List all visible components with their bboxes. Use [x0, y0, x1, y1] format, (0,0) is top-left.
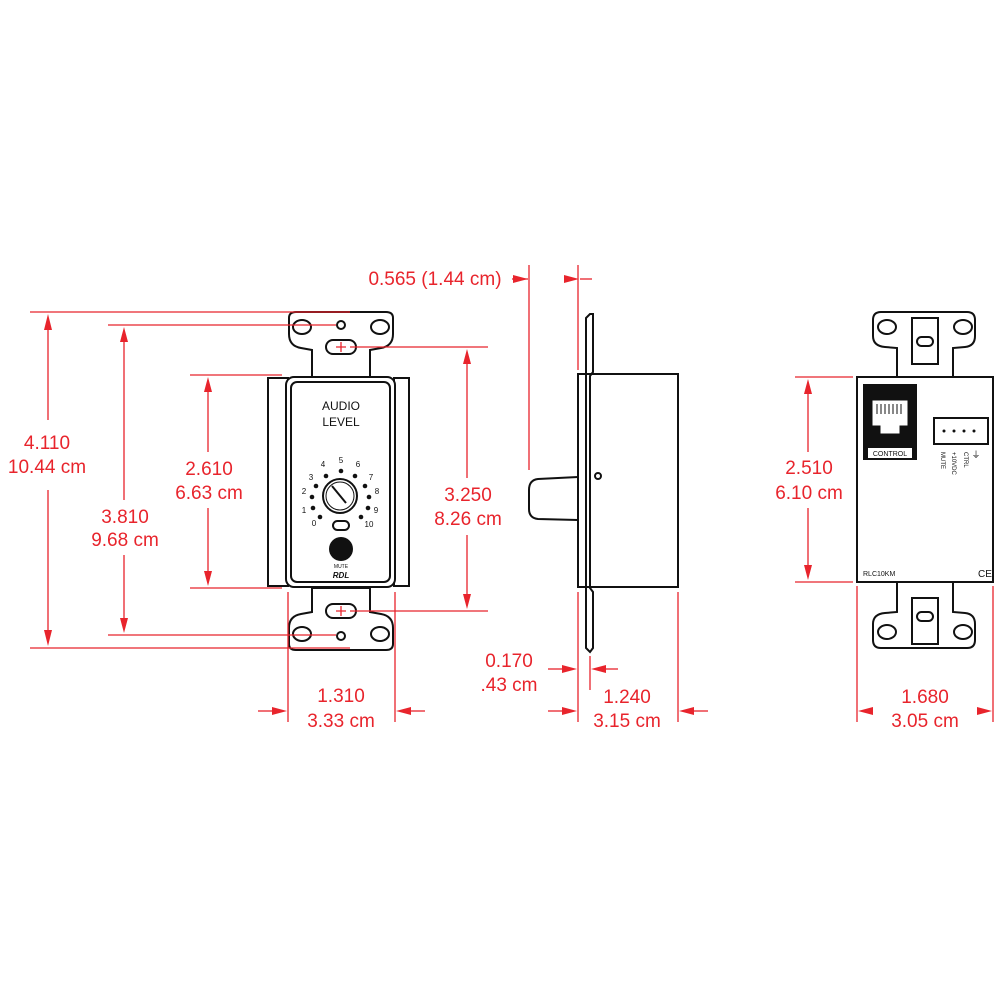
side-knob	[528, 476, 579, 521]
terminal-label-ctrl: CTRL	[962, 452, 968, 468]
dim-panel-width-cm: 3.33 cm	[307, 711, 375, 732]
scale-label-5: 5	[339, 456, 344, 465]
dim-knob-depth: 0.565 (1.44 cm)	[368, 269, 501, 290]
terminal-label-ground: ⏚	[971, 450, 980, 460]
front-title-line2: LEVEL	[322, 415, 360, 429]
terminal-label-10vdc: +10VDC	[950, 452, 956, 476]
scale-label-3: 3	[309, 473, 314, 482]
side-screw-hole	[594, 472, 602, 480]
dim-panel-width-in: 1.310	[317, 686, 365, 707]
dim-panel-height-in: 2.610	[185, 459, 233, 480]
scale-label-10: 10	[365, 520, 374, 529]
ce-mark: CE	[978, 569, 992, 580]
dim-back-height-cm: 6.10 cm	[775, 483, 843, 504]
scale-label-0: 0	[312, 519, 317, 528]
side-view	[528, 313, 679, 654]
dim-plate-thickness-in: 0.170	[485, 651, 533, 672]
side-strap	[585, 313, 594, 654]
model-label: RLC10KM	[863, 571, 895, 578]
dim-screw-spacing-cm: 8.26 cm	[434, 509, 502, 530]
dim-panel-height-cm: 6.63 cm	[175, 483, 243, 504]
dim-plate-thickness-cm: .43 cm	[480, 675, 537, 696]
front-view: AUDIO LEVEL 0 1 2 3 4 5 6 7 8 9 10 MUTE …	[267, 311, 410, 651]
front-bottom-right-ear-hole	[370, 626, 390, 642]
dim-screw-spacing-in: 3.250	[444, 485, 492, 506]
front-top-right-ear-hole	[370, 319, 390, 335]
control-label-box	[868, 448, 912, 458]
scale-label-2: 2	[302, 487, 307, 496]
front-bottom-left-ear-hole	[292, 626, 312, 642]
front-right-flange	[393, 377, 410, 587]
front-faceplate-inner	[290, 381, 391, 583]
dim-back-width-in: 1.680	[901, 687, 949, 708]
back-bottom-slot	[916, 611, 934, 622]
front-strap-bottom	[288, 587, 394, 651]
level-knob-pointer	[331, 485, 347, 504]
dim-mount-spacing-in: 3.810	[101, 507, 149, 528]
side-body	[577, 373, 679, 588]
mute-led	[332, 520, 350, 531]
mute-button[interactable]	[329, 537, 353, 561]
dim-back-width-cm: 3.05 cm	[891, 711, 959, 732]
dim-body-depth-in: 1.240	[603, 687, 651, 708]
back-view: CONTROL MUTE +10VDC CTRL ⏚ RLC10KM CE	[856, 311, 994, 649]
terminal-block	[933, 417, 989, 445]
dim-overall-height-in: 4.110	[24, 433, 70, 454]
dimension-lines	[30, 265, 994, 722]
scale-label-7: 7	[369, 473, 374, 482]
scale-label-6: 6	[356, 460, 361, 469]
dim-body-depth-cm: 3.15 cm	[593, 711, 661, 732]
back-strap-bottom	[872, 581, 976, 649]
mute-label: MUTE	[334, 564, 349, 570]
front-bottom-mount-hole	[336, 631, 346, 641]
dimension-labels: 4.110 10.44 cm 3.810 9.68 cm 2.610 6.63 …	[8, 269, 959, 732]
front-top-mount-hole	[336, 320, 346, 330]
control-label: CONTROL	[873, 451, 907, 458]
back-strap-top	[872, 311, 976, 379]
dim-mount-spacing-cm: 9.68 cm	[91, 530, 159, 551]
scale-dots	[309, 468, 372, 520]
scale-label-1: 1	[302, 506, 307, 515]
scale-label-8: 8	[375, 487, 380, 496]
front-title-line1: AUDIO	[322, 399, 360, 413]
dim-overall-height-cm: 10.44 cm	[8, 457, 86, 478]
back-top-slot	[916, 336, 934, 347]
front-top-left-ear-hole	[292, 319, 312, 335]
scale-label-4: 4	[321, 460, 326, 469]
dim-back-height-in: 2.510	[785, 458, 833, 479]
brand-logo: RDL	[333, 571, 350, 580]
terminal-label-mute: MUTE	[939, 452, 945, 469]
scale-label-9: 9	[374, 506, 379, 515]
